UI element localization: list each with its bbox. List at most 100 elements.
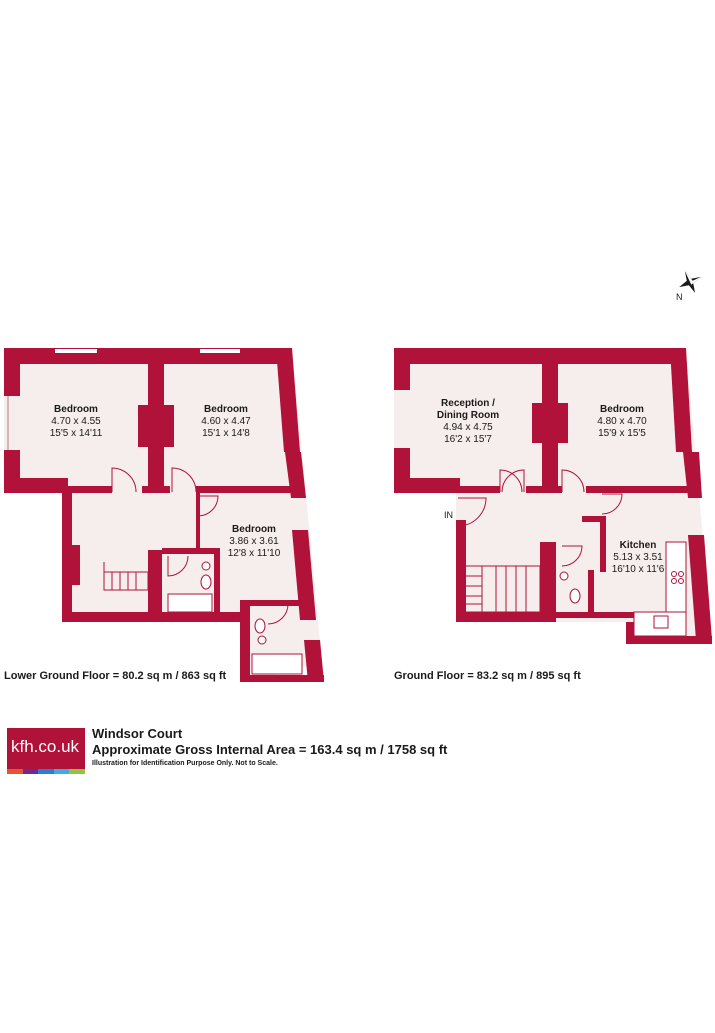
door: [501, 469, 525, 493]
disclaimer: Illustration for Identification Purpose …: [92, 760, 278, 767]
wall: [456, 612, 556, 622]
room-name: Bedroom: [54, 404, 98, 415]
room-name: Bedroom: [232, 524, 276, 535]
bathtub: [251, 653, 303, 675]
lower-ground-floor-caption: Lower Ground Floor = 80.2 sq m / 863 sq …: [4, 670, 227, 682]
toilet: [254, 618, 266, 634]
door: [499, 469, 523, 493]
wall: [62, 486, 72, 622]
compass-north-label: N: [676, 292, 683, 302]
wall: [626, 636, 712, 644]
gross-internal-area: Approximate Gross Internal Area = 163.4 …: [92, 742, 448, 757]
toilet: [200, 574, 212, 590]
wall: [588, 570, 594, 618]
wall: [586, 486, 692, 493]
room-label-gf-bedroom: Bedroom 4.80 x 4.70 15'9 x 15'5: [582, 404, 662, 440]
room-name: Bedroom: [600, 404, 644, 415]
room-metric: 3.86 x 3.61: [229, 536, 279, 547]
room-imperial: 15'9 x 15'5: [598, 428, 646, 439]
kitchen-units: [633, 541, 687, 637]
wall: [540, 542, 556, 622]
door: [197, 495, 219, 517]
wall: [142, 486, 170, 493]
wall: [688, 535, 712, 640]
wall: [394, 348, 686, 364]
wall: [240, 600, 250, 682]
wall: [214, 548, 220, 622]
wall: [456, 486, 500, 493]
wall: [196, 493, 200, 549]
room-imperial: 16'2 x 15'7: [444, 434, 492, 445]
wall: [304, 640, 324, 682]
basin: [201, 561, 211, 571]
door: [167, 555, 189, 577]
room-imperial: 15'5 x 14'11: [49, 428, 103, 439]
logo-color-stripes: [7, 769, 85, 774]
room-label-reception: Reception / Dining Room 4.94 x 4.75 16'2…: [426, 398, 510, 446]
room-metric: 5.13 x 3.51: [613, 552, 663, 563]
room-metric: 4.60 x 4.47: [201, 416, 251, 427]
room-name: Kitchen: [619, 540, 657, 551]
wall: [276, 348, 300, 452]
entrance-label: IN: [444, 510, 453, 520]
door: [457, 497, 487, 527]
room-label-kitchen: Kitchen 5.13 x 3.51 16'10 x 11'6: [598, 540, 678, 576]
wall: [292, 530, 316, 620]
room-name: Bedroom: [204, 404, 248, 415]
door: [267, 603, 289, 625]
kfh-logo: kfh.co.uk: [7, 728, 85, 774]
door: [171, 467, 197, 493]
wall: [138, 405, 174, 447]
wall: [196, 486, 296, 493]
door: [561, 469, 585, 493]
logo-text: kfh.co.uk: [11, 737, 80, 756]
wall: [532, 403, 568, 443]
wall: [162, 548, 220, 554]
room-name: Reception /: [441, 398, 495, 409]
basin: [559, 571, 569, 581]
room-label-lg-bedroom-2: Bedroom 4.60 x 4.47 15'1 x 14'8: [186, 404, 266, 440]
room-metric: 4.80 x 4.70: [597, 416, 647, 427]
ground-floor-area: [394, 348, 712, 640]
basin: [257, 635, 267, 645]
wall: [394, 348, 410, 390]
wall: [148, 550, 162, 622]
room-name-line2: Dining Room: [436, 410, 500, 421]
wall: [4, 478, 68, 493]
compass-icon: [679, 271, 701, 293]
lower-ground-floor-area: [4, 348, 322, 682]
wall: [626, 622, 634, 640]
door: [601, 493, 623, 515]
property-name: Windsor Court: [92, 726, 183, 741]
wall: [600, 516, 606, 572]
door: [111, 467, 137, 493]
wall: [72, 545, 80, 585]
bathtub: [167, 593, 213, 613]
title-block: Windsor Court Approximate Gross Internal…: [92, 726, 447, 770]
wall: [4, 348, 20, 396]
wall: [394, 478, 460, 493]
room-metric: 4.94 x 4.75: [443, 422, 493, 433]
wall: [62, 486, 112, 493]
toilet: [569, 588, 581, 604]
wall: [456, 520, 466, 622]
wall: [556, 612, 596, 618]
wall: [582, 516, 606, 522]
room-imperial: 16'10 x 11'6: [611, 564, 665, 575]
wall: [594, 612, 634, 618]
room-imperial: 15'1 x 14'8: [202, 428, 250, 439]
ground-floor-caption: Ground Floor = 83.2 sq m / 895 sq ft: [394, 670, 581, 682]
wall: [244, 600, 304, 606]
wall: [670, 348, 692, 452]
room-imperial: 12'8 x 11'10: [227, 548, 281, 559]
door: [561, 545, 583, 567]
ground-floor-plan: [394, 348, 712, 644]
room-label-lg-bedroom-3: Bedroom 3.86 x 3.61 12'8 x 11'10: [214, 524, 294, 560]
lower-ground-floor-plan: [4, 348, 324, 682]
room-metric: 4.70 x 4.55: [51, 416, 101, 427]
wall: [240, 675, 324, 682]
staircase: [103, 562, 149, 591]
room-label-lg-bedroom-1: Bedroom 4.70 x 4.55 15'5 x 14'11: [36, 404, 116, 440]
staircase: [461, 565, 541, 613]
